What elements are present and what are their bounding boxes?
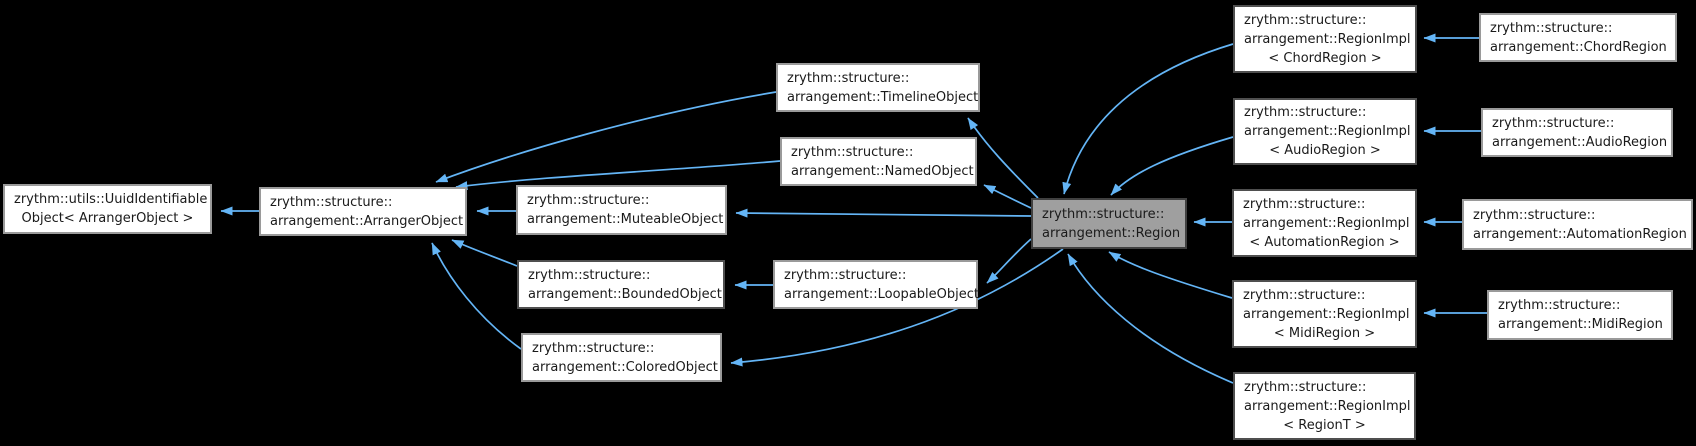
class-label-line: zrythm::structure::: [532, 340, 655, 356]
class-label-line: zrythm::structure::: [784, 267, 907, 283]
edge-region-to-muteable: [735, 208, 1032, 218]
class-box-region-impl-regiont[interactable]: zrythm::structure:: arrangement::RegionI…: [1233, 372, 1416, 440]
class-label-line: zrythm::structure::: [1498, 298, 1621, 313]
edge-audioimpl-to-region: [1110, 136, 1234, 196]
class-label-line: zrythm::utils::UuidIdentifiable: [14, 192, 208, 207]
class-box-arranger-object[interactable]: zrythm::structure:: arrangement::Arrange…: [259, 187, 467, 236]
class-label-line: arrangement::MuteableObject: [527, 212, 724, 227]
class-label-line: zrythm::structure::: [1042, 206, 1165, 222]
class-label-line: < AudioRegion >: [1269, 143, 1381, 158]
class-box-timeline-object[interactable]: zrythm::structure:: arrangement::Timelin…: [776, 63, 980, 112]
class-label-line: zrythm::structure::: [528, 267, 651, 283]
class-label-line: zrythm::structure::: [1244, 12, 1367, 28]
class-label-line: arrangement::RegionImpl: [1243, 306, 1410, 322]
class-label-line: arrangement::ChordRegion: [1490, 39, 1667, 55]
class-box-bounded-object[interactable]: zrythm::structure:: arrangement::Bounded…: [517, 260, 725, 309]
class-box-muteable-object[interactable]: zrythm::structure:: arrangement::Muteabl…: [516, 185, 727, 235]
class-label-line: zrythm::structure::: [1243, 196, 1366, 212]
class-label-line: zrythm::structure::: [1243, 287, 1366, 303]
class-label-line: zrythm::structure::: [1244, 105, 1367, 120]
edge-colored-to-arranger: [431, 242, 522, 350]
class-label-line: arrangement::LoopableObject: [784, 286, 979, 302]
edge-region-to-named: [983, 184, 1032, 209]
class-label-line: arrangement::AutomationRegion: [1473, 226, 1687, 242]
class-label-line: Object< ArrangerObject >: [21, 211, 194, 226]
class-label-line: zrythm::structure::: [1492, 115, 1615, 131]
class-box-colored-object[interactable]: zrythm::structure:: arrangement::Colored…: [521, 333, 722, 382]
class-label-line: zrythm::structure::: [1473, 207, 1596, 223]
edge-bounded-to-arranger: [451, 239, 518, 267]
class-box-region-impl-audio[interactable]: zrythm::structure:: arrangement::RegionI…: [1233, 98, 1417, 165]
class-box-region-impl-chord[interactable]: zrythm::structure:: arrangement::RegionI…: [1233, 5, 1417, 73]
class-label-line: arrangement::RegionImpl: [1244, 31, 1411, 47]
class-box-region-impl-automation[interactable]: zrythm::structure:: arrangement::RegionI…: [1232, 189, 1417, 257]
class-label-line: < MidiRegion >: [1273, 325, 1376, 341]
class-label-line: zrythm::structure::: [527, 193, 650, 208]
class-label-line: arrangement::AudioRegion: [1492, 134, 1668, 150]
class-box-region[interactable]: zrythm::structure:: arrangement::Region: [1031, 198, 1187, 249]
edge-region-to-timeline: [967, 117, 1039, 199]
class-box-region-impl-midi[interactable]: zrythm::structure:: arrangement::RegionI…: [1232, 280, 1417, 348]
class-label-line: zrythm::structure::: [1244, 379, 1367, 395]
edge-midiimpl-to-region: [1108, 251, 1233, 299]
class-box-uuid-identifiable-object[interactable]: zrythm::utils::UuidIdentifiable Object< …: [3, 184, 212, 234]
edge-named-to-arranger: [455, 160, 781, 191]
edge-chordimpl-to-region: [1062, 43, 1234, 195]
class-box-audio-region[interactable]: zrythm::structure:: arrangement::AudioRe…: [1481, 108, 1673, 157]
class-box-loopable-object[interactable]: zrythm::structure:: arrangement::Loopabl…: [773, 260, 979, 309]
class-label-line: arrangement::ColoredObject: [532, 359, 718, 375]
class-box-midi-region[interactable]: zrythm::structure:: arrangement::MidiReg…: [1487, 290, 1673, 340]
class-label-line: arrangement::NamedObject: [791, 163, 974, 179]
edge-region-to-loopable: [986, 238, 1032, 284]
class-label-line: zrythm::structure::: [1490, 20, 1613, 36]
class-label-line: < ChordRegion >: [1268, 50, 1382, 66]
class-box-chord-region[interactable]: zrythm::structure:: arrangement::ChordRe…: [1479, 13, 1677, 62]
class-label-line: arrangement::MidiRegion: [1498, 317, 1663, 332]
class-label-line: arrangement::BoundedObject: [528, 286, 722, 302]
class-label-line: arrangement::ArrangerObject: [270, 213, 464, 229]
class-label-line: zrythm::structure::: [787, 70, 910, 86]
class-box-named-object[interactable]: zrythm::structure:: arrangement::NamedOb…: [780, 137, 977, 186]
class-label-line: arrangement::RegionImpl: [1244, 124, 1411, 139]
class-label-line: < RegionT >: [1283, 417, 1366, 433]
class-box-automation-region[interactable]: zrythm::structure:: arrangement::Automat…: [1462, 199, 1693, 250]
class-label-line: arrangement::TimelineObject: [787, 89, 979, 105]
edge-regiontimpl-to-region: [1067, 253, 1234, 384]
class-label-line: arrangement::Region: [1042, 225, 1181, 241]
class-label-line: arrangement::RegionImpl: [1244, 398, 1411, 414]
class-label-line: zrythm::structure::: [791, 144, 914, 160]
class-label-line: zrythm::structure::: [270, 194, 393, 210]
class-label-line: arrangement::RegionImpl: [1243, 215, 1410, 231]
edge-timeline-to-arranger: [435, 91, 777, 183]
class-label-line: < AutomationRegion >: [1249, 234, 1400, 250]
edge-region-to-colored: [730, 248, 1064, 367]
